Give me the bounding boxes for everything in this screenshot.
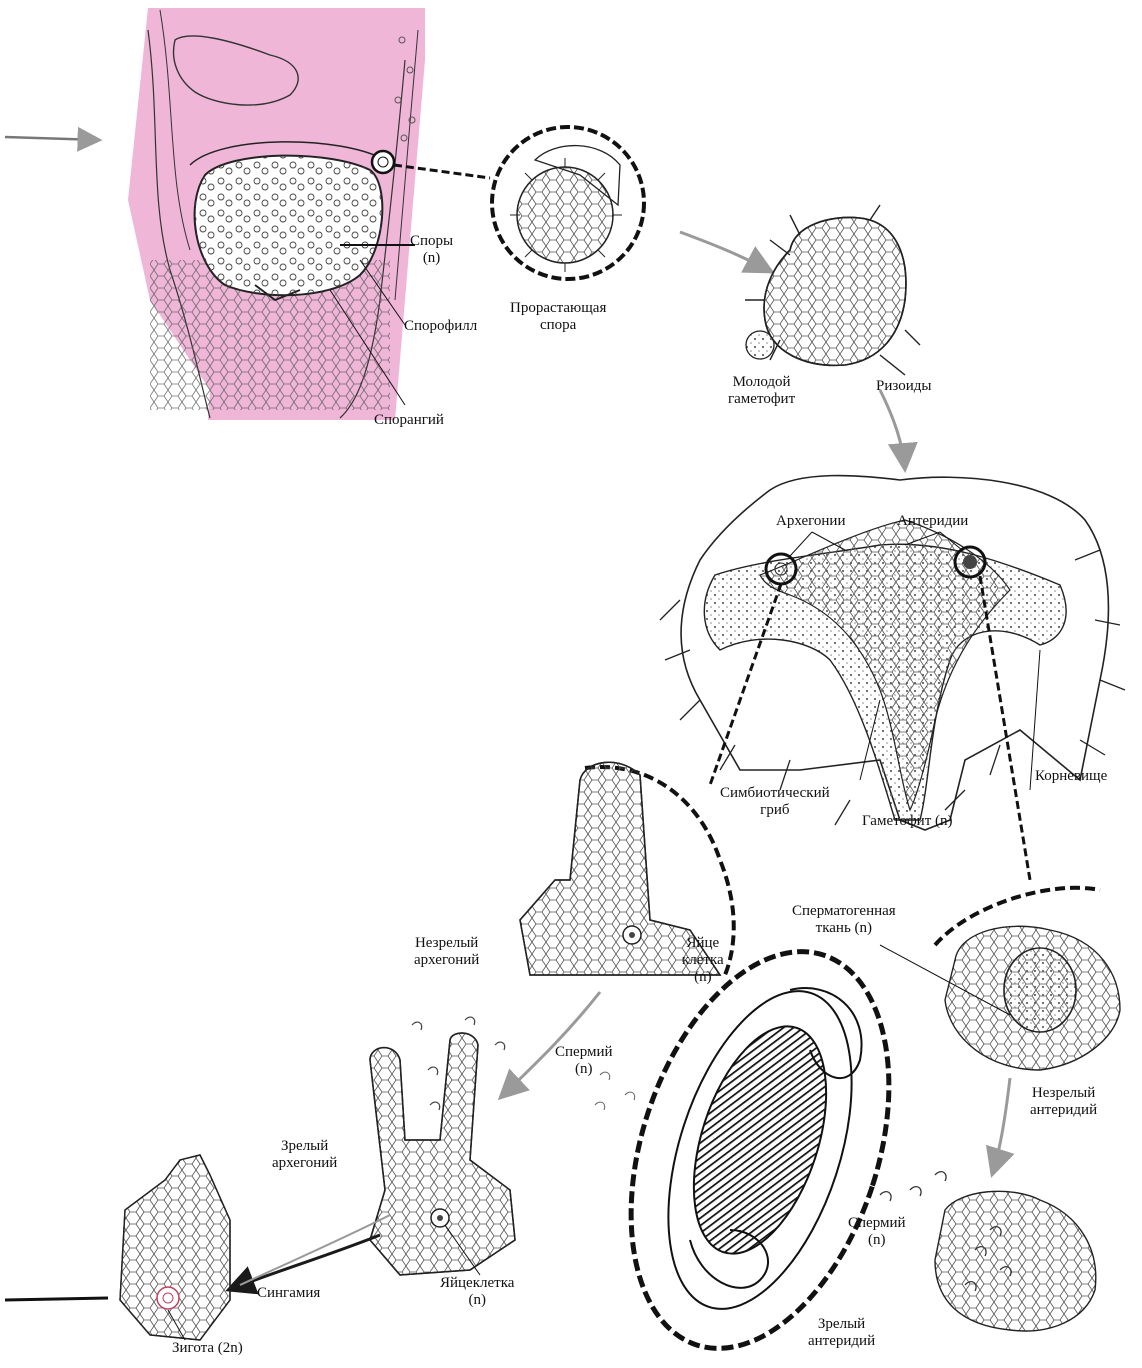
label-immature-antheridium-line1: Незрелый	[1030, 1085, 1097, 1102]
label-archegonia: Архегонии	[776, 513, 845, 530]
label-young-gametophyte-line2: гаметофит	[728, 391, 795, 408]
label-immature-antheridium: Незрелый антеридий	[1030, 1085, 1097, 1119]
label-spermatogenous-tissue-line1: Сперматогенная	[792, 903, 896, 920]
label-spores-line2: (n)	[410, 250, 453, 267]
label-mature-antheridium-line2: антеридий	[808, 1333, 875, 1350]
label-sperm-right-line2: (n)	[848, 1232, 906, 1249]
label-egg-cell-bottom: Яйцеклетка (n)	[440, 1275, 514, 1309]
label-gametophyte: Гаметофит (n)	[862, 813, 953, 830]
label-sporangium: Спорангий	[374, 412, 444, 429]
label-symbiotic-fungus-line1: Симбиотический	[720, 785, 830, 802]
label-symbiotic-fungus-line2: гриб	[720, 802, 830, 819]
label-germinating-spore-line2: спора	[510, 317, 606, 334]
sporophyll-section	[5, 8, 425, 420]
zygote-figure	[5, 1155, 230, 1340]
label-mature-antheridium: Зрелый антеридий	[808, 1316, 875, 1350]
arrow-syngamy	[228, 1235, 380, 1290]
label-spores-line1: Споры	[410, 233, 453, 250]
label-young-gametophyte-line1: Молодой	[728, 374, 795, 391]
label-immature-archegonium-line2: архегоний	[414, 952, 479, 969]
label-egg-cell-bottom-line2: (n)	[440, 1292, 514, 1309]
label-mature-archegonium-line2: архегоний	[272, 1155, 337, 1172]
label-sperm-right: Спермий (n)	[848, 1215, 906, 1249]
label-spermatogenous-tissue-line2: ткань (n)	[792, 920, 896, 937]
label-egg-cell-top: Яйце клетка (n)	[682, 935, 724, 986]
label-immature-archegonium: Незрелый архегоний	[414, 935, 479, 969]
label-young-gametophyte: Молодой гаметофит	[728, 374, 795, 408]
label-sporophyll: Спорофилл	[404, 318, 477, 335]
label-mature-antheridium-line1: Зрелый	[808, 1316, 875, 1333]
label-rhizome: Корневище	[1035, 768, 1107, 785]
label-antheridia: Антеридии	[897, 513, 968, 530]
label-sperm-center-line1: Спермий	[555, 1044, 613, 1061]
cycle-entry-arrow	[5, 137, 100, 140]
label-egg-cell-top-line1: Яйце	[682, 935, 724, 952]
cycle-exit-line	[5, 1298, 108, 1300]
label-germinating-spore-line1: Прорастающая	[510, 300, 606, 317]
label-immature-archegonium-line1: Незрелый	[414, 935, 479, 952]
label-germinating-spore: Прорастающая спора	[510, 300, 606, 334]
mature-antheridium-figure	[880, 1172, 1096, 1331]
young-gametophyte-figure	[745, 205, 920, 470]
label-sperm-center: Спермий (n)	[555, 1044, 613, 1078]
label-sperm-right-line1: Спермий	[848, 1215, 906, 1232]
label-immature-antheridium-line2: антеридий	[1030, 1102, 1097, 1119]
label-egg-cell-top-line3: (n)	[682, 969, 724, 986]
label-spores: Споры (n)	[410, 233, 453, 267]
label-zygote: Зигота (2n)	[172, 1340, 243, 1357]
sperm-enlarged-figure	[584, 919, 935, 1364]
spore-highlight-circle	[372, 151, 394, 173]
label-mature-archegonium-line1: Зрелый	[272, 1138, 337, 1155]
label-egg-cell-bottom-line1: Яйцеклетка	[440, 1275, 514, 1292]
arrow-spore-to-young-gametophyte	[680, 232, 772, 272]
label-egg-cell-top-line2: клетка	[682, 952, 724, 969]
label-spermatogenous-tissue: Сперматогенная ткань (n)	[792, 903, 896, 937]
arrow-young-to-mature-gametophyte	[880, 390, 905, 470]
label-sperm-center-line2: (n)	[555, 1061, 613, 1078]
arrow-immature-to-mature-antheridium	[992, 1078, 1010, 1175]
label-mature-archegonium: Зрелый архегоний	[272, 1138, 337, 1172]
label-rhizoids: Ризоиды	[876, 378, 931, 395]
label-syngamy: Сингамия	[257, 1285, 320, 1302]
label-symbiotic-fungus: Симбиотический гриб	[720, 785, 830, 819]
